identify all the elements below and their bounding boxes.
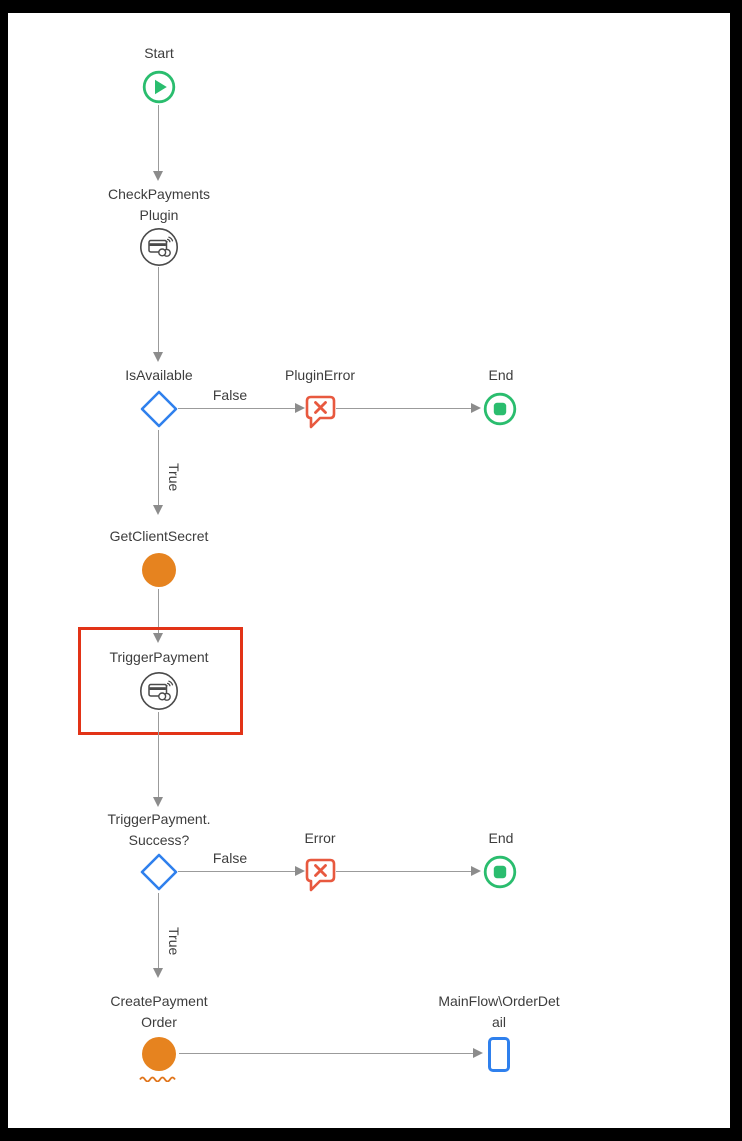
node-label-is-available: IsAvailable: [125, 367, 193, 383]
node-label-end-bottom: End: [488, 830, 514, 846]
flow-canvas[interactable]: Start CheckPayments Plugin IsAvailable: [8, 13, 730, 1128]
arrowhead-icon: [295, 403, 305, 413]
action-circle-icon: [142, 1037, 176, 1071]
node-label-start: Start: [144, 45, 174, 61]
edge-label-true: True: [166, 927, 182, 956]
node-label-error: Error: [304, 830, 336, 846]
start-icon: [142, 70, 176, 104]
connector-line: [158, 589, 160, 633]
arrowhead-icon: [471, 866, 481, 876]
arrowhead-icon: [295, 866, 305, 876]
edge-label-false: False: [212, 387, 248, 403]
connector-line: [158, 267, 160, 352]
arrowhead-icon: [153, 797, 163, 807]
arrowhead-icon: [153, 633, 163, 643]
decision-diamond-icon: [140, 853, 178, 891]
node-label-plugin-error: PluginError: [284, 367, 356, 383]
arrowhead-icon: [153, 352, 163, 362]
node-label-trigger-payment-success: TriggerPayment. Success?: [107, 811, 211, 848]
selection-highlight: [78, 627, 243, 735]
edge-label-false: False: [212, 850, 248, 866]
screen-destination-icon: [488, 1037, 510, 1072]
connector-line: [158, 893, 160, 968]
connector-line: [158, 430, 160, 505]
connector-line: [158, 712, 160, 797]
exception-bubble-icon: [305, 858, 336, 892]
end-icon: [483, 855, 517, 889]
connector-line: [336, 408, 471, 410]
node-label-end-top: End: [488, 367, 514, 383]
node-label-check-payments-plugin: CheckPayments Plugin: [108, 186, 210, 223]
exception-bubble-icon: [305, 395, 336, 429]
action-circle-icon: [142, 553, 176, 587]
arrowhead-icon: [473, 1048, 483, 1058]
warning-squiggle-icon: [139, 1076, 176, 1082]
arrowhead-icon: [471, 403, 481, 413]
node-label-create-payment-order: CreatePayment Order: [110, 993, 208, 1030]
payment-plugin-icon: [139, 227, 179, 267]
connector-line: [179, 1053, 473, 1055]
connector-line: [158, 105, 160, 171]
end-icon: [483, 392, 517, 426]
arrowhead-icon: [153, 968, 163, 978]
edge-label-true: True: [166, 463, 182, 492]
payment-plugin-icon: [139, 671, 179, 711]
node-label-trigger-payment: TriggerPayment: [109, 649, 209, 665]
node-label-order-detail: MainFlow\OrderDet ail: [438, 993, 560, 1030]
connector-line: [178, 408, 295, 410]
arrowhead-icon: [153, 171, 163, 181]
connector-line: [178, 871, 295, 873]
connector-line: [336, 871, 471, 873]
node-label-get-client-secret: GetClientSecret: [109, 528, 209, 544]
decision-diamond-icon: [140, 390, 178, 428]
arrowhead-icon: [153, 505, 163, 515]
